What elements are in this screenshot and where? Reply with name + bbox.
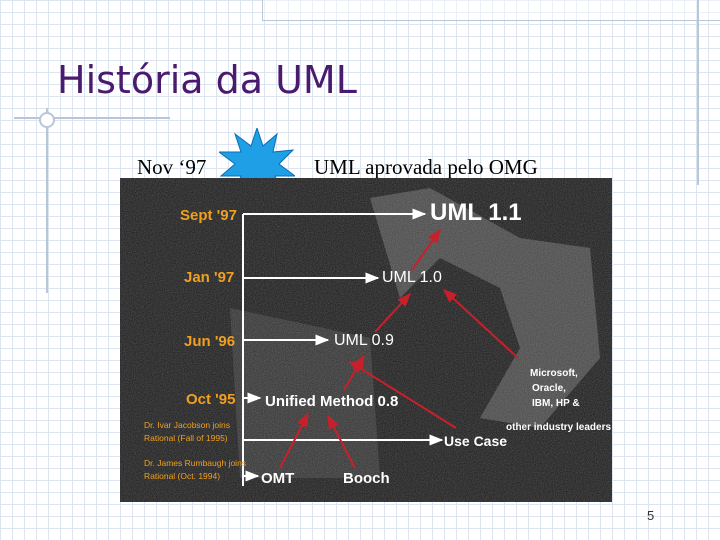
note-text: Dr. James Rumbaugh joins bbox=[144, 458, 246, 468]
date-label: Sept '97 bbox=[180, 207, 237, 224]
milestone-label: Unified Method 0.8 bbox=[265, 393, 398, 410]
note-text: Dr. Ivar Jacobson joins bbox=[144, 420, 230, 430]
leaders-text: other industry leaders bbox=[506, 422, 611, 433]
date-label: Jan '97 bbox=[184, 269, 234, 286]
influence-arrow bbox=[374, 292, 411, 333]
date-label: Oct '95 bbox=[186, 391, 235, 408]
origin-label: Use Case bbox=[444, 433, 507, 449]
leaders-text: Oracle, bbox=[532, 383, 566, 394]
origin-label: Booch bbox=[343, 470, 390, 487]
diagram-grain bbox=[120, 178, 612, 502]
milestone-label: UML 1.0 bbox=[382, 269, 442, 286]
note-text: Rational (Oct. 1994) bbox=[144, 471, 220, 481]
origin-label: OMT bbox=[261, 470, 294, 487]
leaders-text: IBM, HP & bbox=[532, 398, 580, 409]
decorative-circle bbox=[39, 112, 55, 128]
uml-history-diagram: Sept '97 Jan '97 Jun '96 Oct '95 Dr. Iva… bbox=[120, 178, 612, 502]
leaders-text: Microsoft, bbox=[530, 368, 578, 379]
influence-arrow bbox=[327, 414, 356, 469]
decorative-horizontal-line bbox=[14, 117, 170, 119]
influence-arrow bbox=[279, 412, 309, 469]
slide-title: História da UML bbox=[57, 58, 357, 102]
event-date: Nov ‘97 bbox=[137, 155, 207, 179]
milestone-label: UML 1.1 bbox=[430, 199, 522, 226]
event-text: UML aprovada pelo OMG bbox=[314, 155, 538, 179]
influence-arrow bbox=[343, 354, 365, 391]
decorative-vertical-line bbox=[46, 108, 48, 293]
date-label: Jun '96 bbox=[184, 333, 235, 350]
influence-arrow bbox=[411, 228, 441, 271]
note-text: Rational (Fall of 1995) bbox=[144, 433, 228, 443]
influence-arrow bbox=[348, 361, 457, 429]
decorative-top-box bbox=[262, 0, 720, 21]
influence-arrow bbox=[442, 289, 519, 359]
page-number: 5 bbox=[647, 508, 655, 523]
decorative-vertical-line-right bbox=[697, 0, 699, 185]
milestone-label: UML 0.9 bbox=[334, 332, 394, 349]
